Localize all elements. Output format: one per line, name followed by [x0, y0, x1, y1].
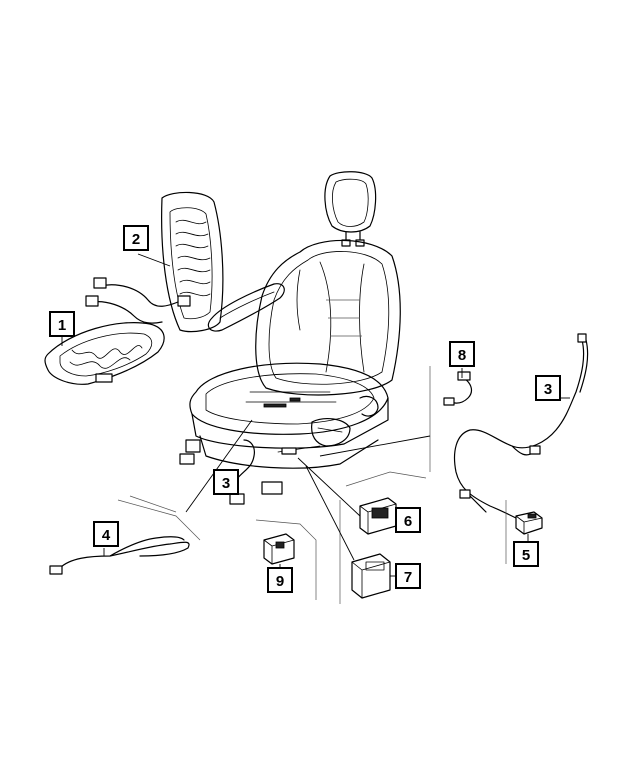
part-7-module: [351, 553, 391, 599]
callout-6-label: 6: [404, 513, 412, 530]
part-2-back-heater: [161, 191, 224, 333]
callout-3-center: 3: [213, 469, 239, 495]
heater-harness: [85, 277, 179, 324]
callout-5-label: 5: [522, 547, 530, 564]
seat-back: [255, 239, 401, 396]
callout-4-label: 4: [102, 527, 111, 544]
callout-3-right-label: 3: [544, 381, 552, 398]
part-5-connector: [515, 511, 543, 535]
grouping-lines: [129, 366, 507, 604]
callout-1: 1: [49, 311, 75, 337]
part-6-switch: [359, 497, 397, 535]
seat-cushion: [189, 362, 389, 449]
seat-assembly: [179, 171, 401, 495]
callout-8: 8: [449, 341, 475, 367]
callout-9-label: 9: [276, 573, 284, 590]
callout-7: 7: [395, 563, 421, 589]
part-3-harness-right: [453, 333, 589, 521]
callout-2: 2: [123, 225, 149, 251]
armrest: [207, 283, 285, 332]
callout-5: 5: [513, 541, 539, 567]
callout-6: 6: [395, 507, 421, 533]
callout-1-label: 1: [58, 317, 66, 334]
part-4-wire-harness: [49, 499, 201, 575]
callout-9: 9: [267, 567, 293, 593]
callout-7-label: 7: [404, 569, 412, 586]
part-1-cushion-heater: [44, 322, 165, 385]
part-8-pigtail: [443, 371, 473, 406]
headrest: [324, 171, 377, 247]
callout-4: 4: [93, 521, 119, 547]
callout-2-label: 2: [132, 231, 140, 248]
callout-8-label: 8: [458, 347, 466, 364]
part-9-relay: [263, 533, 295, 565]
seat-base: [179, 395, 379, 495]
callout-3-center-label: 3: [222, 475, 230, 492]
callout-3-right: 3: [535, 375, 561, 401]
leader-lines: [61, 253, 570, 577]
